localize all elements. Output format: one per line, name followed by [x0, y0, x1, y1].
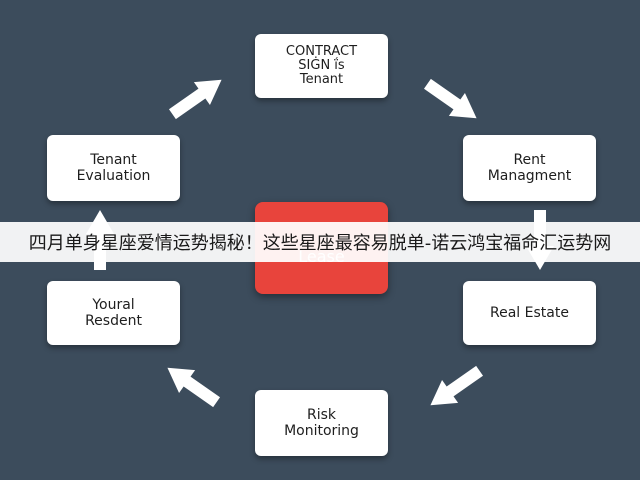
arrow-contract-to-rent: [419, 72, 485, 130]
banner-text: 四月单身星座爱情运势揭秘！这些星座最容易脱单-诺云鸿宝福命汇运势网: [28, 233, 612, 254]
arrow-risk-to-resident: [159, 356, 225, 414]
node-risk-monitoring: Risk Monitoring: [255, 390, 388, 456]
overlay-banner: 四月单身星座爱情运势揭秘！这些星座最容易脱单-诺云鸿宝福命汇运势网: [0, 222, 640, 262]
node-rent-management: Rent Managment: [463, 135, 596, 201]
arrow-real-estate-to-risk: [422, 359, 488, 417]
node-real-estate: Real Estate: [463, 281, 596, 345]
node-contract-sign: CONTRACT SIĠN ḯs Tenant: [255, 34, 388, 98]
arrow-tenant-to-contract: [164, 68, 230, 126]
node-tenant-evaluation: Tenant Evaluation: [47, 135, 180, 201]
node-resident: Youral Resdent: [47, 281, 180, 345]
